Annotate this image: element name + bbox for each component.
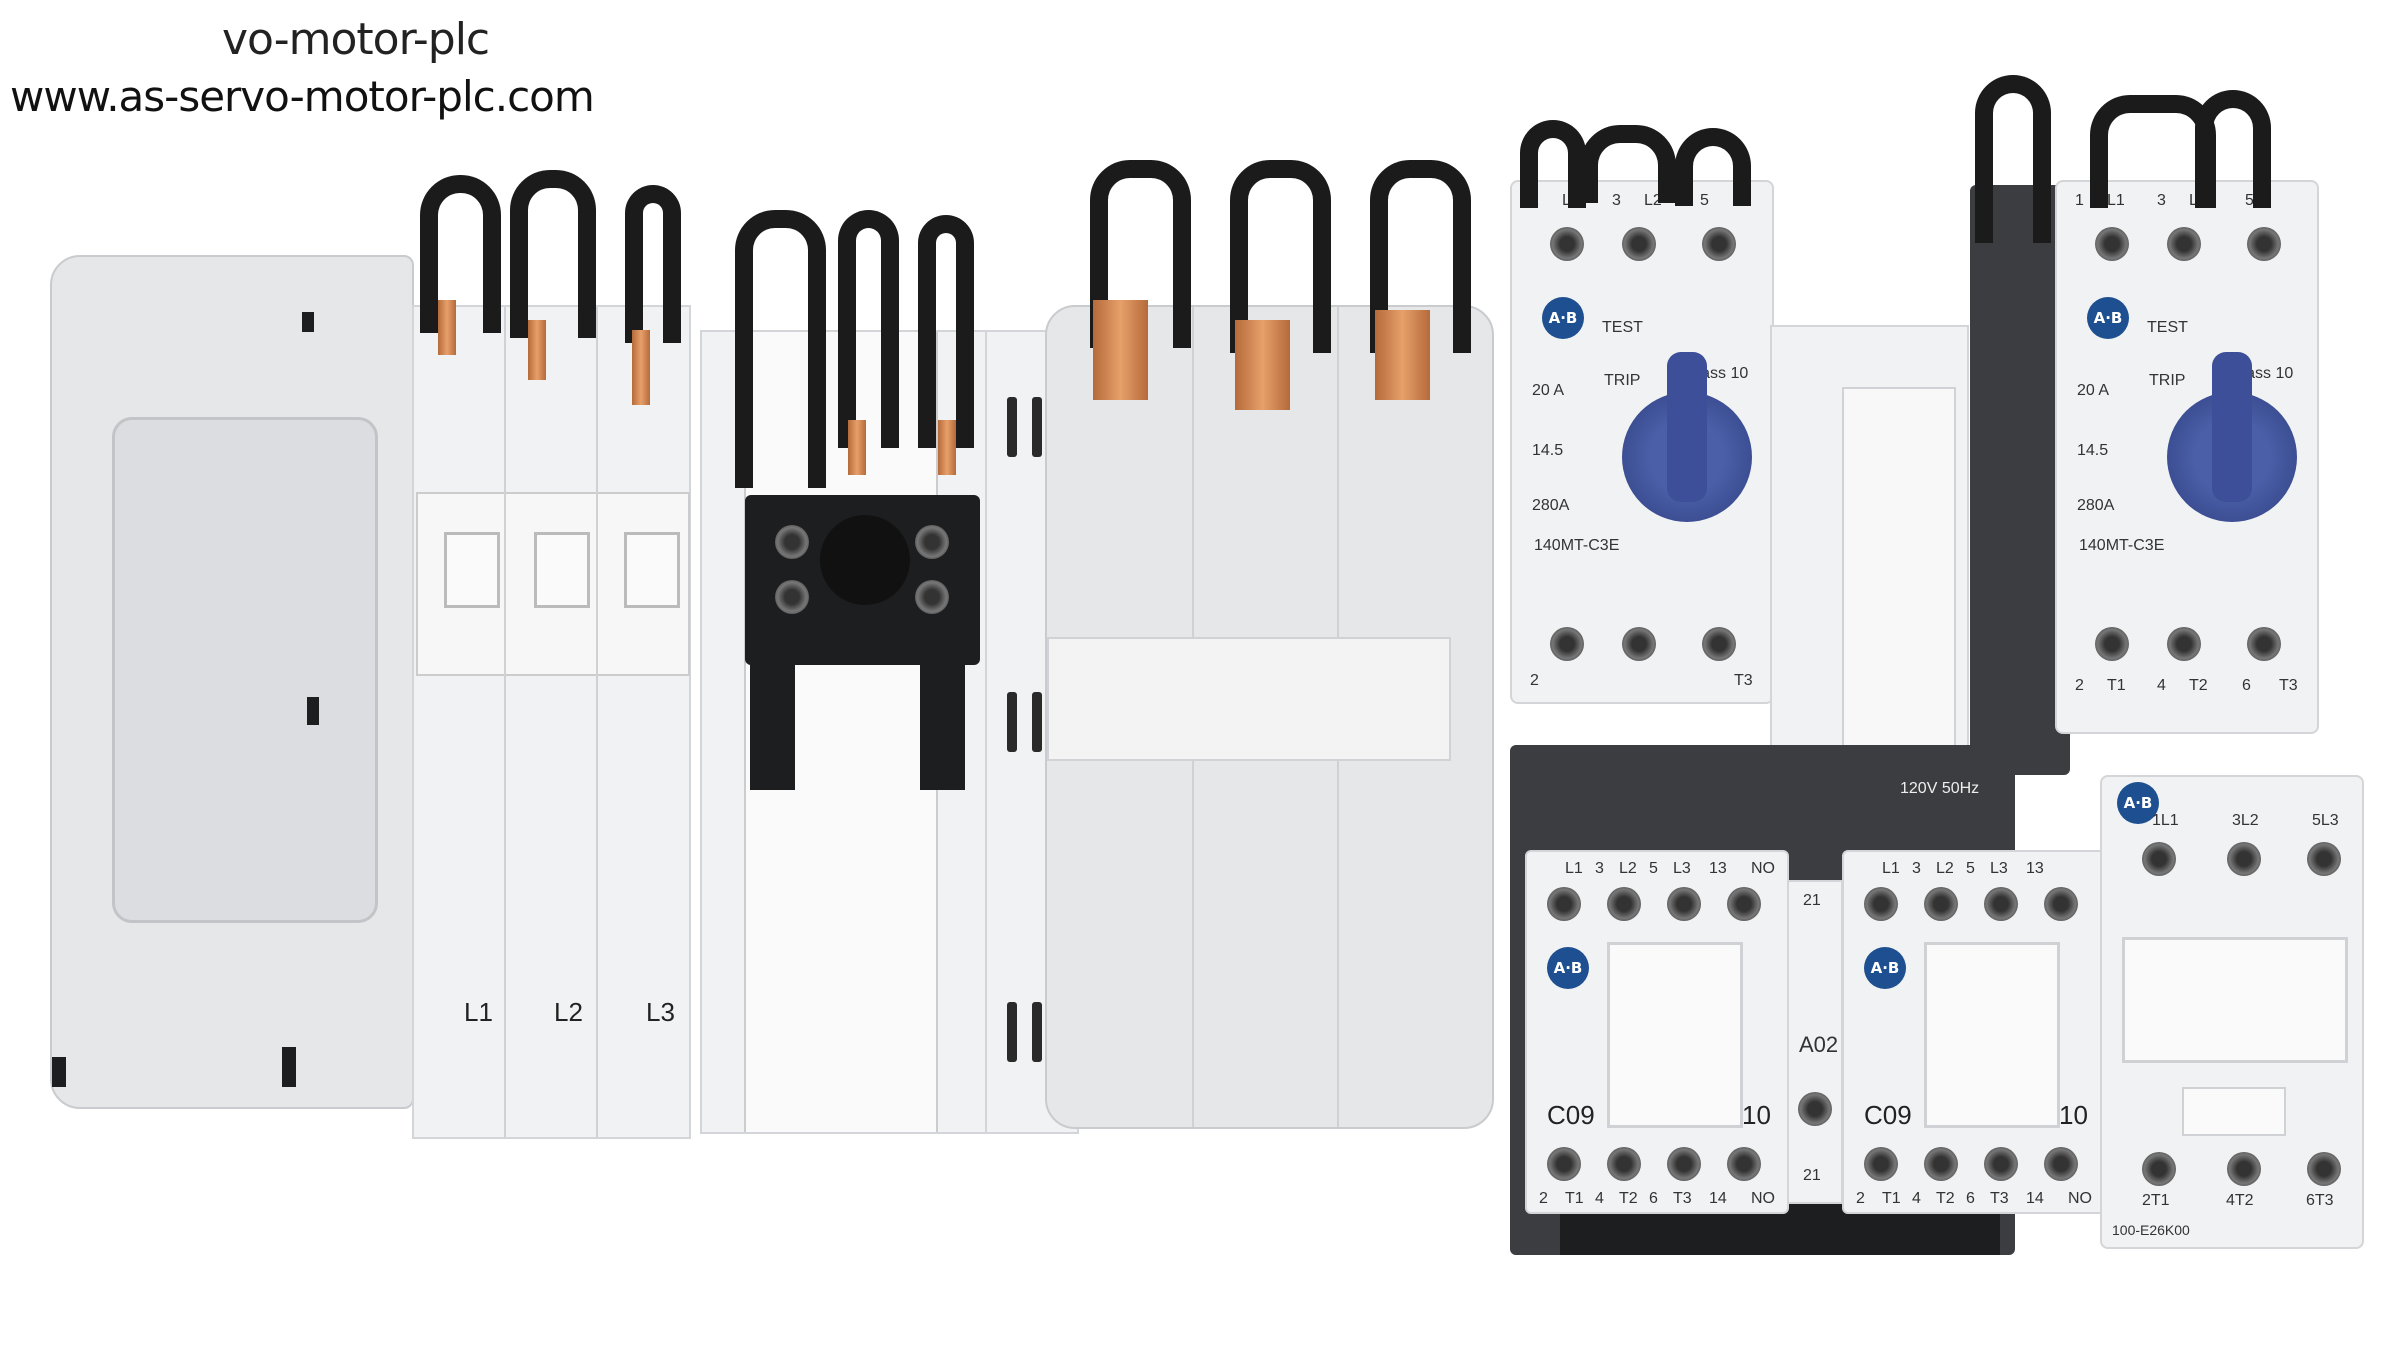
starter-right-rating-1: 20 A bbox=[2077, 382, 2110, 399]
starter-right-terminal-4: 4 bbox=[2157, 677, 2166, 694]
contactor-left-top-terminal-5: 5 bbox=[1649, 860, 1658, 877]
cable-bus-1 bbox=[735, 210, 826, 488]
starter-right-terminal-t3: T3 bbox=[2279, 677, 2298, 694]
starter-left-knob-handle[interactable] bbox=[1667, 352, 1707, 502]
starter-left-rating-3: 280A bbox=[1532, 497, 1570, 514]
motor-starter-left: 1 L1 3 L2 5 L A·B TEST TRIP Class 10 20 … bbox=[1510, 180, 1774, 704]
contactor-right-top-terminal-13: 13 bbox=[2026, 860, 2044, 877]
starter-left-test-label: TEST bbox=[1602, 319, 1643, 336]
contactor-right-bottom-terminal-t2: T2 bbox=[1936, 1190, 1955, 1207]
overload-top-terminal-3l2: 3L2 bbox=[2232, 812, 2259, 829]
starter-right-side-panel bbox=[1970, 185, 2070, 775]
overload-top-terminal-1l1: 1L1 bbox=[2152, 812, 2179, 829]
contactor-left-bottom-terminal-no: NO bbox=[1751, 1190, 1775, 1207]
contactor-right-bottom-terminal-t1: T1 bbox=[1882, 1190, 1901, 1207]
starter-left-rating-1: 20 A bbox=[1532, 382, 1565, 399]
aux-interlock-block: 21 A02 21 bbox=[1787, 880, 1843, 1204]
contactor-right-aux: 10 bbox=[2059, 1100, 2088, 1130]
cable-l2 bbox=[510, 170, 596, 338]
starter-right-terminal-2: 2 bbox=[2075, 677, 2084, 694]
contactor-left-top-terminal-l3: L3 bbox=[1673, 860, 1691, 877]
contactor-right-bottom-terminal-14: 14 bbox=[2026, 1190, 2044, 1207]
aux-block-top-terminal: 21 bbox=[1803, 892, 1821, 909]
contactor-left-bottom-terminal-2: 2 bbox=[1539, 1190, 1548, 1207]
contactor-left-top-terminal-3: 3 bbox=[1595, 860, 1604, 877]
ab-logo-icon: A·B bbox=[1864, 947, 1906, 989]
contactor-left-aux: 10 bbox=[1742, 1100, 1771, 1130]
overload-bottom-terminal-2t1: 2T1 bbox=[2142, 1192, 2170, 1209]
contactor-right-top-terminal-l1: L1 bbox=[1882, 860, 1900, 877]
cable-base-3 bbox=[1370, 160, 1471, 353]
contactor-right: L1 3 L2 5 L3 13 A·B C09 10 2 T1 4 T2 6 T… bbox=[1842, 850, 2106, 1214]
contactor-left-bottom-terminal-t3: T3 bbox=[1673, 1190, 1692, 1207]
contactor-left-top-terminal-13: 13 bbox=[1709, 860, 1727, 877]
fuse-label-l3: L3 bbox=[646, 997, 675, 1027]
contactor-left-top-terminal-l1: L1 bbox=[1565, 860, 1583, 877]
cable-l1 bbox=[420, 175, 501, 333]
contactor-left: L1 3 L2 5 L3 13 NO A·B C09 10 2 T1 4 T2 … bbox=[1525, 850, 1789, 1214]
aux-block-bottom-terminal: 21 bbox=[1803, 1167, 1821, 1184]
contactor-left-bottom-terminal-14: 14 bbox=[1709, 1190, 1727, 1207]
cable-bus-3 bbox=[918, 215, 974, 448]
starter-right-terminal-t2: T2 bbox=[2189, 677, 2208, 694]
aux-block-label: A02 bbox=[1799, 1032, 1839, 1057]
contactor-right-bottom-terminal-6: 6 bbox=[1966, 1190, 1975, 1207]
starter-right-test-label: TEST bbox=[2147, 319, 2188, 336]
starter-right-terminal-3: 3 bbox=[2157, 192, 2166, 209]
contactor-right-top-terminal-5: 5 bbox=[1966, 860, 1975, 877]
starter-right-rating-3: 280A bbox=[2077, 497, 2115, 514]
overload-top-terminal-5l3: 5L3 bbox=[2312, 812, 2339, 829]
starter-right-trip-label: TRIP bbox=[2149, 372, 2186, 389]
overload-model: 100-E26K00 bbox=[2112, 1222, 2190, 1238]
starter-left-rating-2: 14.5 bbox=[1532, 442, 1564, 459]
overload-relay: A·B 1L1 3L2 5L3 2T1 4T2 6T3 100-E26K00 bbox=[2100, 775, 2364, 1249]
contactor-left-bottom-terminal-6: 6 bbox=[1649, 1190, 1658, 1207]
contactor-right-bottom-terminal-2: 2 bbox=[1856, 1190, 1865, 1207]
watermark-line-1: vo-motor-plc bbox=[222, 14, 490, 65]
contactor-right-top-terminal-3: 3 bbox=[1912, 860, 1921, 877]
spacer-rail bbox=[1770, 325, 1969, 799]
motor-starter-right: 1 L1 3 L2 5 A·B TEST TRIP Class 10 20 A … bbox=[2055, 180, 2319, 734]
overload-bottom-terminal-6t3: 6T3 bbox=[2306, 1192, 2334, 1209]
ab-logo-icon: A·B bbox=[2117, 782, 2159, 824]
watermark-line-2: www.as-servo-motor-plc.com bbox=[10, 72, 595, 121]
cable-bus-2 bbox=[838, 210, 899, 448]
ab-logo-icon: A·B bbox=[1542, 297, 1584, 339]
contactor-left-bottom-terminal-t1: T1 bbox=[1565, 1190, 1584, 1207]
ab-logo-icon: A·B bbox=[2087, 297, 2129, 339]
cable-l3 bbox=[625, 185, 681, 343]
contactor-right-top-terminal-l2: L2 bbox=[1936, 860, 1954, 877]
bus-clamp bbox=[745, 495, 980, 665]
starter-left-terminal-t3: T3 bbox=[1734, 672, 1753, 689]
contactor-left-bottom-terminal-t2: T2 bbox=[1619, 1190, 1638, 1207]
starter-left-model: 140MT-C3E bbox=[1534, 537, 1620, 554]
contactor-coil-rating: 120V 50Hz bbox=[1900, 780, 1980, 797]
ab-logo-icon: A·B bbox=[1547, 947, 1589, 989]
starter-right-rating-2: 14.5 bbox=[2077, 442, 2109, 459]
starter-right-model: 140MT-C3E bbox=[2079, 537, 2165, 554]
busbar-base bbox=[1045, 305, 1494, 1129]
cable-base-2 bbox=[1230, 160, 1331, 353]
starter-right-terminal-1: 1 bbox=[2075, 192, 2084, 209]
fuse-label-l1: L1 bbox=[464, 997, 493, 1027]
starter-right-terminal-6: 6 bbox=[2242, 677, 2251, 694]
starter-right-terminal-t1: T1 bbox=[2107, 677, 2126, 694]
fuse-label-l2: L2 bbox=[554, 997, 583, 1027]
overload-bottom-terminal-4t2: 4T2 bbox=[2226, 1192, 2254, 1209]
starter-left-trip-label: TRIP bbox=[1604, 372, 1641, 389]
contactor-right-bottom-terminal-t3: T3 bbox=[1990, 1190, 2009, 1207]
contactor-left-top-terminal-no: NO bbox=[1751, 860, 1775, 877]
starter-left-terminal-2: 2 bbox=[1530, 672, 1539, 689]
contactor-left-bottom-terminal-4: 4 bbox=[1595, 1190, 1604, 1207]
contactor-left-top-terminal-l2: L2 bbox=[1619, 860, 1637, 877]
end-cover bbox=[50, 255, 414, 1109]
contactor-right-model: C09 bbox=[1864, 1100, 1912, 1130]
contactor-left-model: C09 bbox=[1547, 1100, 1595, 1130]
contactor-right-top-terminal-l3: L3 bbox=[1990, 860, 2008, 877]
contactor-right-bottom-terminal-no: NO bbox=[2068, 1190, 2092, 1207]
fuse-holder-block: L1 L2 L3 bbox=[412, 305, 691, 1139]
contactor-right-bottom-terminal-4: 4 bbox=[1912, 1190, 1921, 1207]
starter-right-knob-handle[interactable] bbox=[2212, 352, 2252, 502]
